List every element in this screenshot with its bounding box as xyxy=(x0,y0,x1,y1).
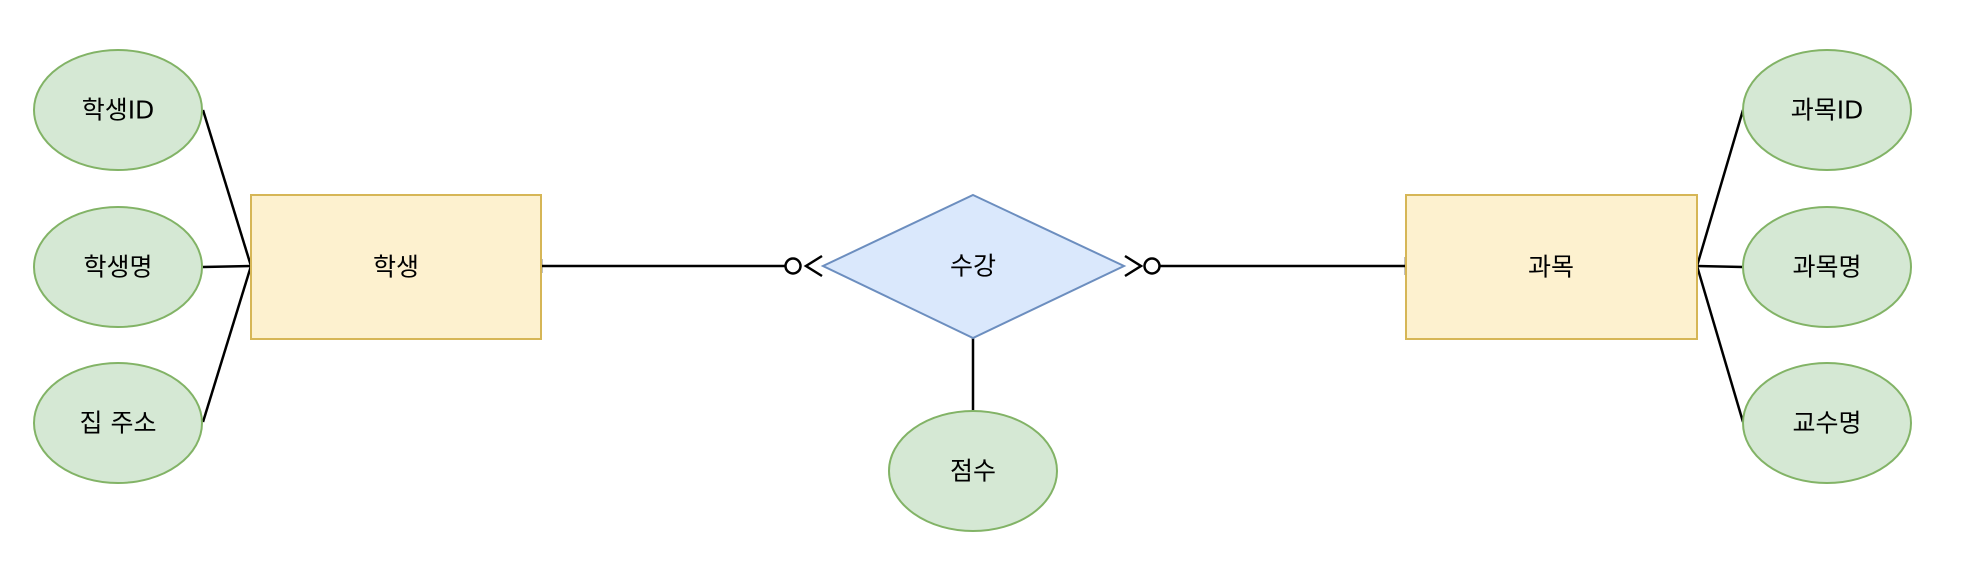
attribute-shape xyxy=(33,49,203,171)
attribute-shape xyxy=(1742,362,1912,484)
student-side-many-marker xyxy=(803,254,823,278)
attribute-label: 교수명 xyxy=(1792,409,1861,438)
attribute-score: 점수 xyxy=(888,410,1058,532)
attribute-student-address: 집 주소 xyxy=(33,362,203,484)
connector-student-address xyxy=(201,265,253,423)
attribute-label: 집 주소 xyxy=(80,409,157,438)
connector-student-name xyxy=(202,264,252,269)
attribute-label: 학생명 xyxy=(83,253,152,282)
connector-course-name xyxy=(1696,264,1744,269)
connector-course-professor xyxy=(1695,265,1745,423)
course-side-zero-marker xyxy=(1143,257,1161,275)
attribute-shape xyxy=(33,206,203,328)
attribute-student-name: 학생명 xyxy=(33,206,203,328)
entity-shape xyxy=(1405,194,1698,340)
attribute-shape xyxy=(888,410,1058,532)
attribute-course-name: 과목명 xyxy=(1742,206,1912,328)
course-side-many-marker xyxy=(1124,254,1144,278)
relationship-enrollment: 수강 xyxy=(820,193,1127,340)
connector-student-id xyxy=(201,109,253,267)
attribute-course-id: 과목ID xyxy=(1742,49,1912,171)
attribute-label: 학생ID xyxy=(82,96,155,125)
entity-shape xyxy=(250,194,542,340)
entity-label: 과목 xyxy=(1528,253,1574,282)
attribute-shape xyxy=(1742,206,1912,328)
entity-label: 학생 xyxy=(373,253,419,282)
student-side-zero-marker xyxy=(784,257,802,275)
attribute-shape xyxy=(33,362,203,484)
course-attributes: 과목ID 과목명 교수명 xyxy=(1742,49,1912,484)
entity-course: 과목 xyxy=(1405,194,1698,340)
connector-course-id xyxy=(1695,109,1745,267)
relationship-shape xyxy=(820,193,1127,340)
student-attributes: 학생ID 학생명 집 주소 xyxy=(33,49,203,484)
relationship-label: 수강 xyxy=(950,252,996,281)
attribute-course-professor: 교수명 xyxy=(1742,362,1912,484)
attribute-label: 점수 xyxy=(950,457,996,486)
entity-student: 학생 xyxy=(250,194,542,340)
attribute-student-id: 학생ID xyxy=(33,49,203,171)
attribute-label: 과목명 xyxy=(1792,253,1861,282)
attribute-label: 과목ID xyxy=(1791,96,1864,125)
attribute-shape xyxy=(1742,49,1912,171)
